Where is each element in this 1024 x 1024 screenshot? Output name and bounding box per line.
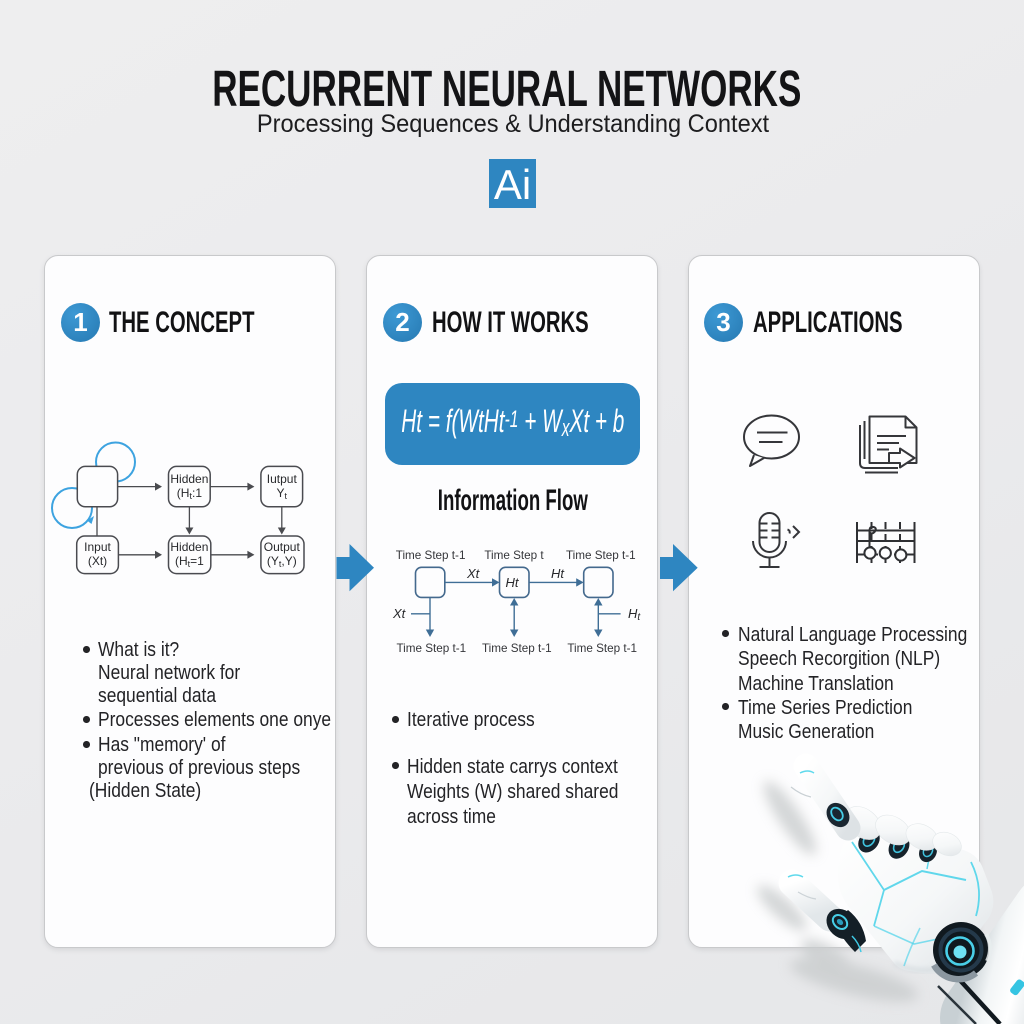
svg-text:Time Step t: Time Step t xyxy=(484,549,544,562)
svg-text:Time Step t-1: Time Step t-1 xyxy=(482,642,552,655)
svg-text:Hidden: Hidden xyxy=(170,472,208,486)
svg-text:Ht: Ht xyxy=(628,606,641,623)
svg-text:Output: Output xyxy=(264,540,301,554)
svg-text:(Ht:1: (Ht:1 xyxy=(177,486,203,501)
svg-text:Time Step t-1: Time Step t-1 xyxy=(396,642,466,655)
svg-text:Iutput: Iutput xyxy=(267,472,298,486)
svg-text:Time Step t-1: Time Step t-1 xyxy=(396,549,466,562)
svg-text:Xt: Xt xyxy=(466,566,481,581)
svg-text:(Yt,Y): (Yt,Y) xyxy=(267,554,297,569)
svg-text:Input: Input xyxy=(84,540,111,554)
svg-text:Time Step t-1: Time Step t-1 xyxy=(566,549,636,562)
svg-text:Xt: Xt xyxy=(392,606,407,621)
svg-text:Yt: Yt xyxy=(277,486,288,501)
svg-text:(Ht=1: (Ht=1 xyxy=(175,554,204,569)
svg-text:Ht: Ht xyxy=(551,566,565,581)
svg-text:Time Step t-1: Time Step t-1 xyxy=(567,642,637,655)
svg-text:(Xt): (Xt) xyxy=(88,554,107,568)
svg-text:Hidden: Hidden xyxy=(170,540,208,554)
svg-text:Ht: Ht xyxy=(506,575,520,590)
